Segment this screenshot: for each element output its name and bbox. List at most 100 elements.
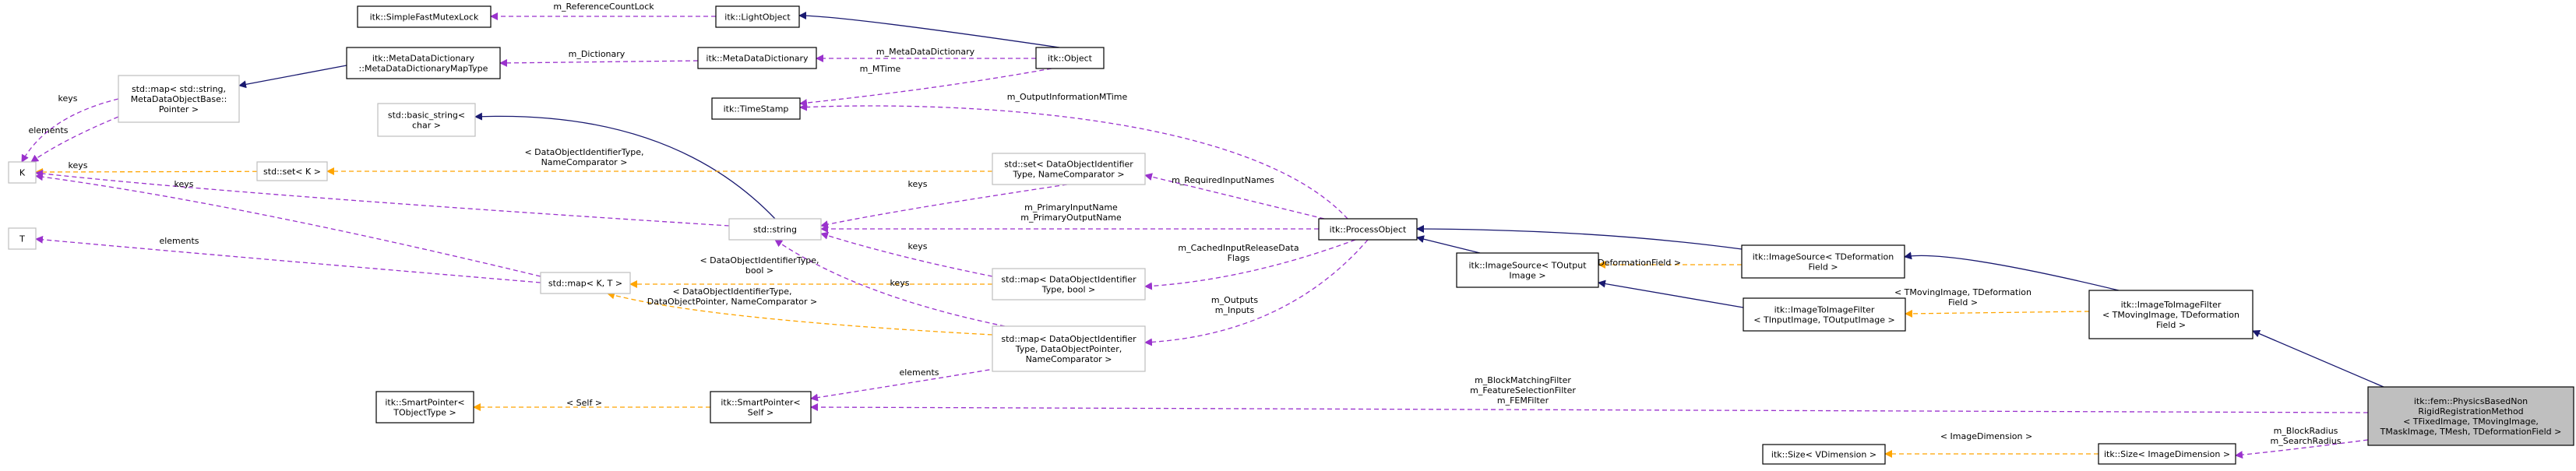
node-box	[715, 5, 800, 28]
node-size-vdimension[interactable]: itk::Size< VDimension >	[1762, 444, 1886, 465]
edge-label-keys-k-string: keys	[69, 160, 88, 170]
node-box	[697, 47, 817, 69]
edge-label-elements-smart: elements	[899, 367, 939, 378]
node-label-line: TObjectType >	[393, 408, 456, 418]
edge-label-line: < Self >	[566, 398, 602, 408]
node-light-object[interactable]: itk::LightObject	[715, 5, 800, 28]
edge-label-doi-bool: < DataObjectIdentifierType,bool >	[700, 255, 819, 276]
node-box	[540, 272, 631, 294]
edge-std-map-doi-pointer-to-std-map-kt	[607, 291, 993, 336]
node-image-to-image-filter-tmoving[interactable]: itk::ImageToImageFilter< TMovingImage, T…	[2088, 290, 2254, 339]
node-label-line: Self >	[748, 408, 774, 418]
node-label-line: std::map< std::string,	[132, 84, 226, 94]
node-simple-fast-mutex-lock[interactable]: itk::SimpleFastMutexLock	[357, 5, 492, 28]
edge-std-map-doi-bool-to-std-string	[820, 231, 993, 277]
edge-label-line: elements	[159, 236, 199, 246]
edge-label-m-dictionary: m_Dictionary	[569, 49, 625, 59]
edge-label-line: m_CachedInputReleaseData	[1178, 243, 1299, 253]
node-label-line: < TMovingImage, TDeformation	[2102, 310, 2239, 320]
edge-label-keys-set-doi: keys	[908, 179, 928, 189]
node-box	[992, 268, 1146, 301]
node-k[interactable]: K	[8, 161, 37, 184]
edge-process-object-to-std-map-doi-bool	[1144, 239, 1356, 290]
node-std-set-k[interactable]: std::set< K >	[256, 161, 328, 181]
edge-label-line: Flags	[1228, 253, 1250, 263]
node-object[interactable]: itk::Object	[1035, 47, 1105, 69]
edge-label-keys-map-string: keys	[58, 93, 78, 104]
edge-std-map-doi-pointer-to-std-string	[774, 239, 1006, 327]
node-label-line: ::MetaDataDictionaryMapType	[359, 64, 488, 74]
node-image-to-image-filter-tinput[interactable]: itk::ImageToImageFilter< TInputImage, TO…	[1743, 297, 1906, 332]
node-time-stamp[interactable]: itk::TimeStamp	[711, 97, 801, 120]
node-t[interactable]: T	[8, 227, 37, 250]
edge-label-keys-map-bool: keys	[908, 241, 928, 251]
edge-label-line: m_PrimaryInputName	[1024, 202, 1118, 213]
edge-label-line: m_ReferenceCountLock	[553, 2, 654, 12]
node-label-line: std::map< DataObjectIdentifier	[1001, 275, 1136, 285]
edge-label-elements-map-string: elements	[28, 125, 68, 135]
node-label-line: std::set< K >	[263, 167, 321, 177]
node-process-object[interactable]: itk::ProcessObject	[1318, 218, 1418, 241]
node-size-image-dimension[interactable]: itk::Size< ImageDimension >	[2098, 443, 2236, 465]
edge-object-to-light-object	[798, 12, 1060, 48]
node-std-map-kt[interactable]: std::map< K, T >	[540, 272, 631, 294]
node-label-line: Field >	[1808, 262, 1838, 272]
node-label-line: itk::TimeStamp	[724, 104, 789, 114]
node-smart-pointer-self[interactable]: itk::SmartPointer<Self >	[710, 391, 812, 424]
node-label-line: Image >	[1509, 271, 1545, 281]
node-label-line: itk::Size< VDimension >	[1771, 450, 1876, 460]
edge-label-elements-t: elements	[159, 236, 199, 246]
node-label-line: RigidRegistrationMethod	[2418, 406, 2523, 417]
node-basic-string[interactable]: std::basic_string<char >	[377, 103, 476, 137]
node-label-line: itk::ImageToImageFilter	[1774, 305, 1875, 315]
edge-process-object-to-std-map-doi-pointer	[1144, 239, 1369, 346]
node-label-line: std::map< DataObjectIdentifier	[1001, 334, 1136, 344]
edge-std-map-kt-to-k	[35, 173, 541, 277]
edge-label-line: m_MTime	[860, 64, 901, 74]
edge-object-to-time-stamp	[799, 68, 1052, 107]
node-std-map-doi-bool[interactable]: std::map< DataObjectIdentifierType, bool…	[992, 268, 1146, 301]
node-box	[1762, 444, 1886, 465]
edge-meta-data-dictionary-map-type-to-std-map-string	[238, 65, 347, 89]
node-label-line: itk::SmartPointer<	[385, 398, 464, 408]
node-box	[1456, 252, 1599, 288]
edge-label-line: bool >	[745, 265, 774, 276]
node-label-line: itk::ImageSource< TOutput	[1468, 261, 1587, 271]
edge-label-keys-k-map: keys	[174, 179, 194, 189]
edge-std-map-string-to-k	[21, 98, 119, 163]
node-label-line: itk::MetaDataDictionary	[706, 54, 809, 64]
node-std-map-string[interactable]: std::map< std::string,MetaDataObjectBase…	[118, 75, 240, 123]
node-image-source-tdeformation[interactable]: itk::ImageSource< TDeformationField >	[1741, 244, 1905, 279]
node-box	[992, 153, 1146, 185]
node-meta-data-dictionary-map-type[interactable]: itk::MetaDataDictionary::MetaDataDiction…	[346, 47, 501, 79]
edge-label-line: m_Inputs	[1215, 305, 1255, 315]
node-meta-data-dictionary[interactable]: itk::MetaDataDictionary	[697, 47, 817, 69]
edge-label-line: Field >	[1948, 297, 1978, 308]
edge-label-m-mtime: m_MTime	[860, 64, 901, 74]
node-label-line: itk::Size< ImageDimension >	[2104, 449, 2230, 459]
node-box	[377, 103, 476, 137]
edge-physics-based-method-to-size-image-dimension	[2235, 439, 2369, 459]
node-box	[1318, 218, 1418, 241]
node-image-source-toutput[interactable]: itk::ImageSource< TOutputImage >	[1456, 252, 1599, 288]
node-std-string[interactable]: std::string	[728, 218, 822, 241]
node-physics-based-method[interactable]: itk::fem::PhysicsBasedNonRigidRegistrati…	[2367, 386, 2574, 446]
edge-label-line: < TMovingImage, TDeformation	[1894, 287, 2032, 297]
node-std-set-doi[interactable]: std::set< DataObjectIdentifierType, Name…	[992, 153, 1146, 185]
edge-label-line: m_OutputInformationMTime	[1007, 92, 1128, 102]
node-label-line: T	[19, 234, 25, 244]
node-smart-pointer-tobject[interactable]: itk::SmartPointer<TObjectType >	[375, 391, 474, 424]
edge-std-map-kt-to-t	[35, 235, 541, 283]
edge-label-line: < DataObjectIdentifierType,	[672, 286, 791, 297]
node-label-line: Pointer >	[159, 104, 199, 114]
node-label-line: std::basic_string<	[388, 111, 465, 121]
edge-label-line: m_FEMFilter	[1497, 395, 1549, 406]
edge-label-line: keys	[58, 93, 78, 104]
node-label-line: char >	[412, 121, 441, 131]
node-label-line: Type, NameComparator >	[1012, 170, 1124, 180]
node-box	[992, 325, 1146, 372]
edge-image-to-image-filter-tmoving-to-image-to-image-filter-tinput	[1905, 309, 2090, 318]
node-std-map-doi-pointer[interactable]: std::map< DataObjectIdentifierType, Data…	[992, 325, 1146, 372]
